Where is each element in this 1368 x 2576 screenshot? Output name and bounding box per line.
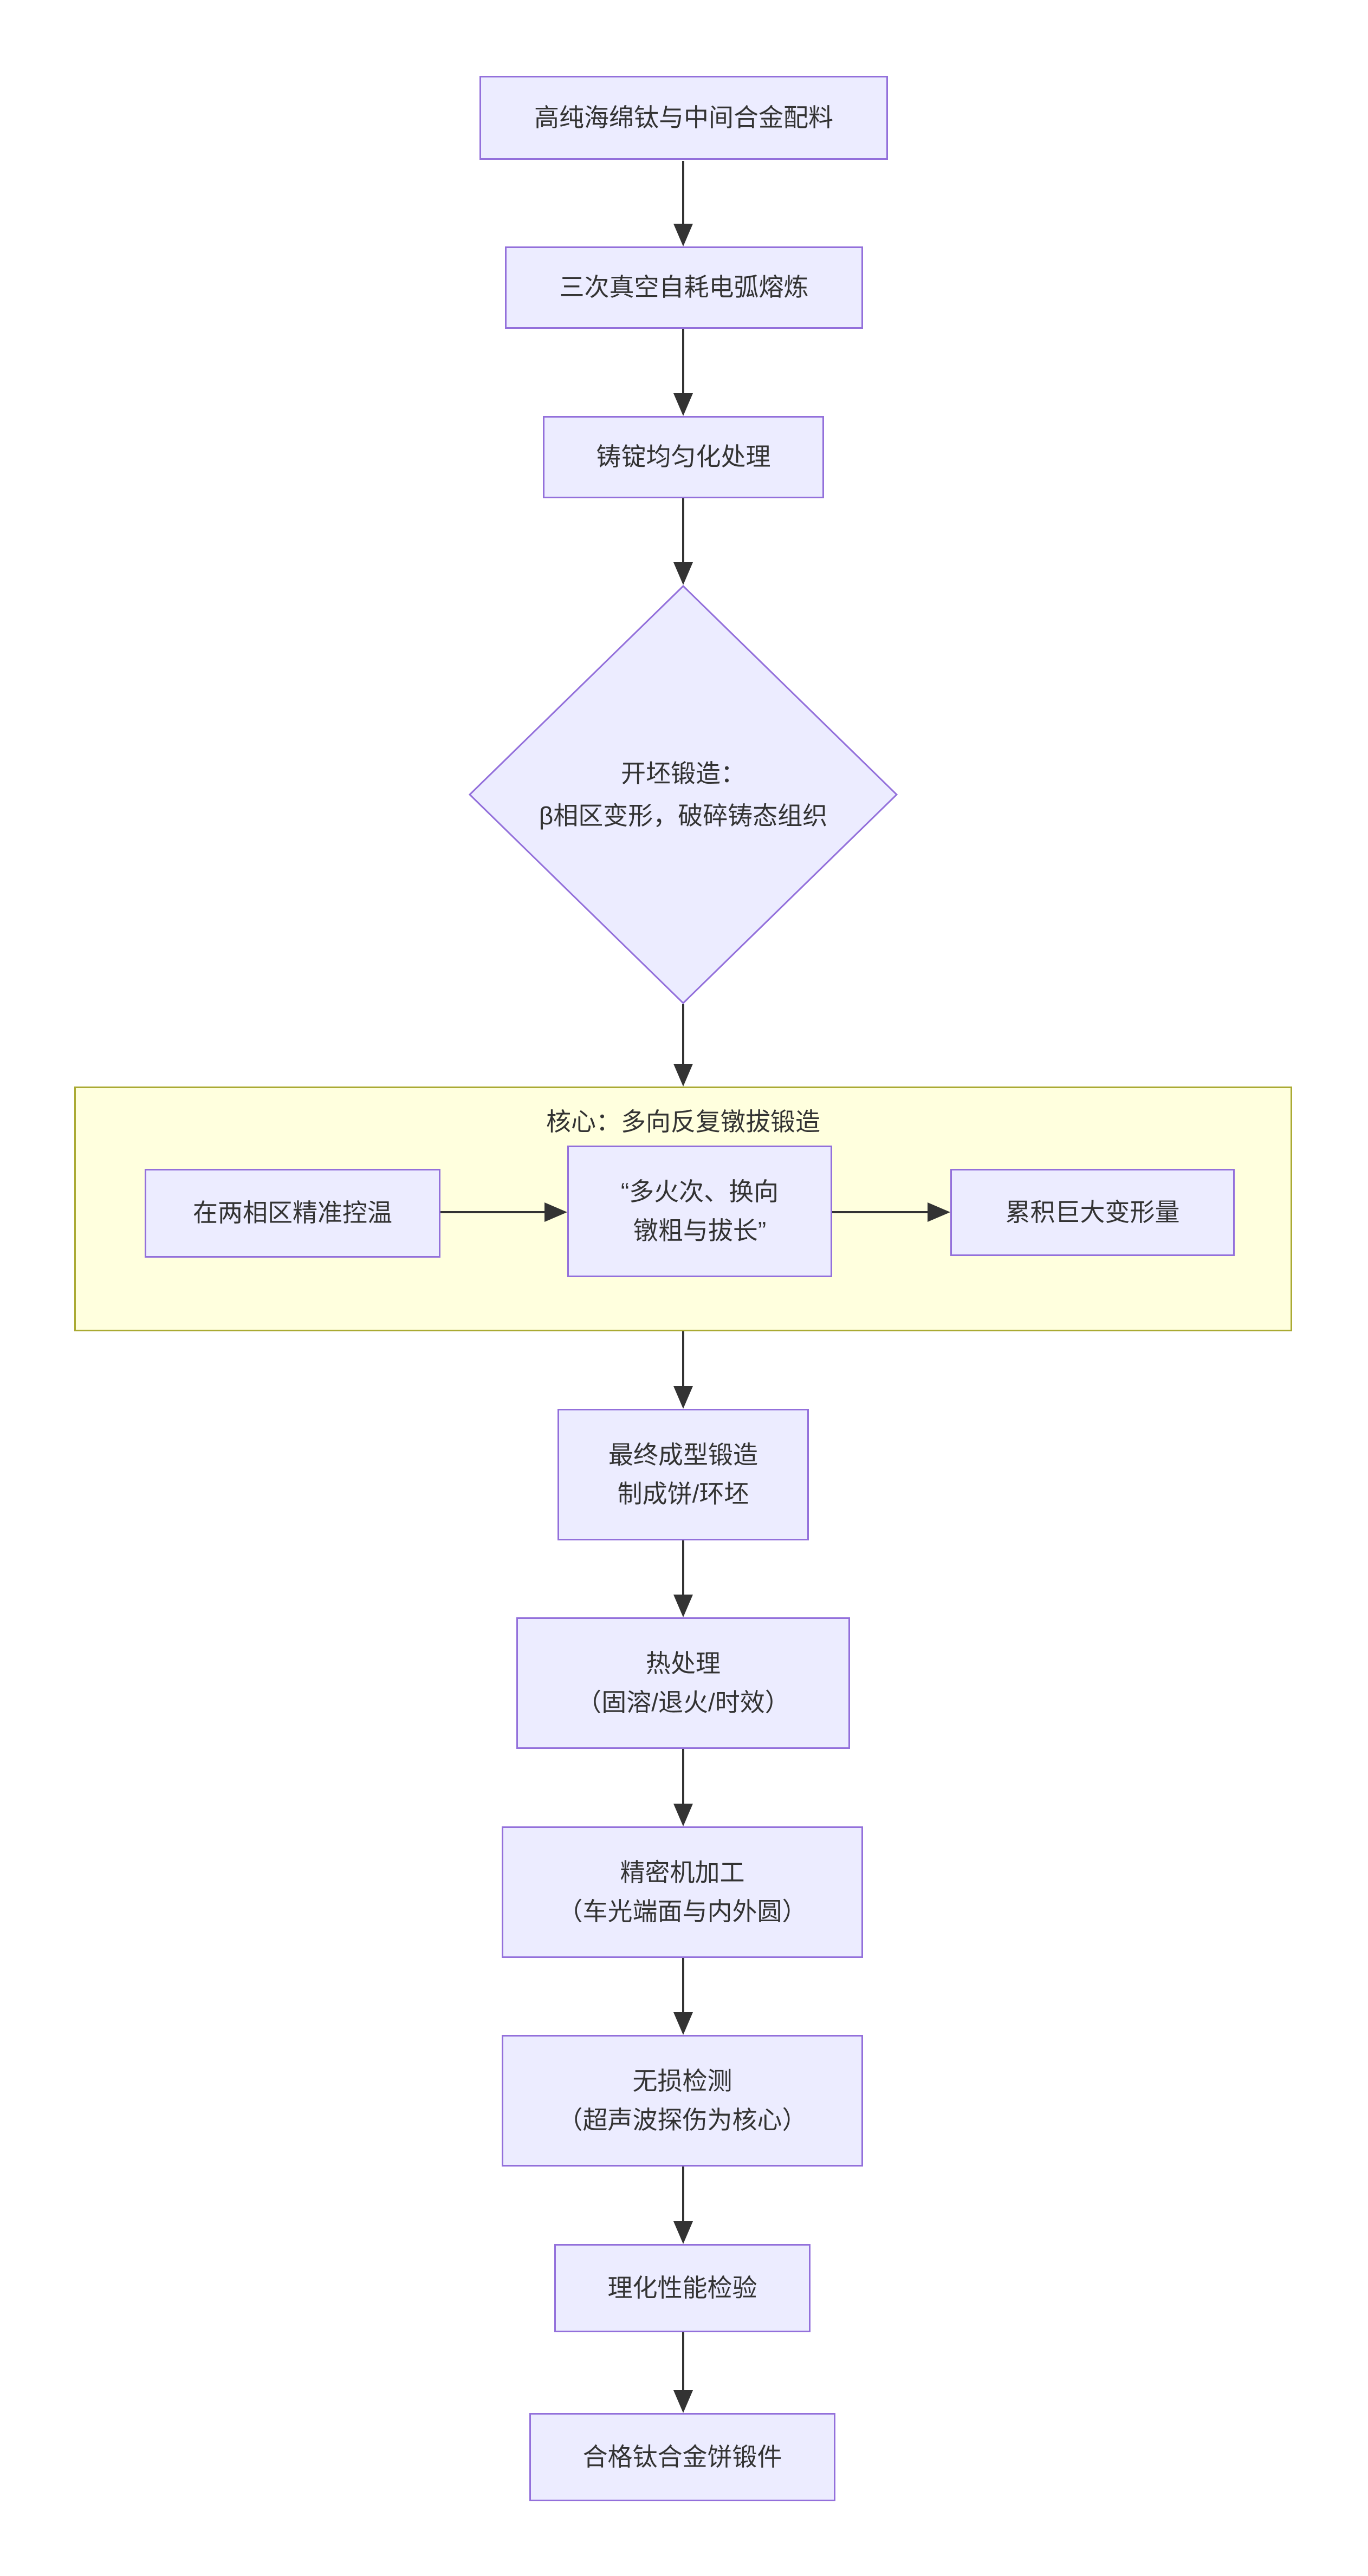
node-strain-accumulation: 累积巨大变形量 bbox=[950, 1169, 1235, 1256]
node-label: “多火次、换向 镦粗与拔长” bbox=[620, 1178, 779, 1245]
node-vacuum-melting: 三次真空自耗电弧熔炼 bbox=[505, 246, 863, 329]
edge-line bbox=[682, 1540, 684, 1596]
node-ndt: 无损检测 （超声波探伤为核心） bbox=[502, 2035, 863, 2167]
edge-line bbox=[832, 1211, 929, 1213]
node-property-testing: 理化性能检验 bbox=[554, 2244, 811, 2332]
edge-temp-to-upset bbox=[440, 1202, 567, 1222]
edge-materials-to-melting bbox=[673, 161, 693, 246]
node-heat-treatment: 热处理 （固溶/退火/时效） bbox=[516, 1617, 850, 1749]
arrowhead-down-icon bbox=[673, 1804, 693, 1826]
node-label: 精密机加工 （车光端面与内外圆） bbox=[557, 1858, 807, 1926]
arrowhead-down-icon bbox=[673, 2012, 693, 2035]
edge-line bbox=[682, 1958, 684, 2013]
arrowhead-down-icon bbox=[673, 1064, 693, 1087]
edge-ndt-to-testing bbox=[673, 2167, 693, 2244]
edge-line bbox=[682, 329, 684, 394]
edge-homogenization-to-cogging bbox=[673, 498, 693, 585]
node-label: 无损检测 （超声波探伤为核心） bbox=[557, 2067, 807, 2134]
node-label: 合格钛合金饼锻件 bbox=[582, 2442, 782, 2471]
edge-final-forging-to-heat-treatment bbox=[673, 1540, 693, 1617]
edge-cogging-to-cluster bbox=[673, 1004, 693, 1087]
edge-melting-to-homogenization bbox=[673, 329, 693, 416]
edge-machining-to-ndt bbox=[673, 1958, 693, 2035]
node-label: 最终成型锻造 制成饼/环坯 bbox=[608, 1441, 758, 1508]
edge-testing-to-product bbox=[673, 2332, 693, 2413]
edge-cluster-to-final-forging bbox=[673, 1331, 693, 1409]
node-qualified-product: 合格钛合金饼锻件 bbox=[529, 2413, 835, 2501]
node-label: 在两相区精准控温 bbox=[193, 1199, 392, 1227]
node-label: 热处理 （固溶/退火/时效） bbox=[576, 1649, 790, 1716]
arrowhead-down-icon bbox=[673, 562, 693, 585]
arrowhead-right-icon bbox=[544, 1202, 567, 1222]
node-raw-materials: 高纯海绵钛与中间合金配料 bbox=[479, 76, 888, 160]
node-upset-drawing: “多火次、换向 镦粗与拔长” bbox=[567, 1146, 832, 1277]
node-label: 三次真空自耗电弧熔炼 bbox=[559, 273, 809, 302]
arrowhead-down-icon bbox=[673, 1595, 693, 1617]
arrowhead-down-icon bbox=[673, 1386, 693, 1409]
edge-upset-to-strain bbox=[832, 1202, 950, 1222]
cluster-title: 核心：多向反复镦拔锻造 bbox=[546, 1108, 820, 1136]
node-machining: 精密机加工 （车光端面与内外圆） bbox=[502, 1826, 863, 1958]
edge-heat-treatment-to-machining bbox=[673, 1749, 693, 1826]
arrowhead-down-icon bbox=[673, 2221, 693, 2244]
edge-line bbox=[682, 2167, 684, 2222]
node-label: 累积巨大变形量 bbox=[1005, 1198, 1180, 1226]
arrowhead-right-icon bbox=[928, 1202, 950, 1222]
arrowhead-down-icon bbox=[673, 393, 693, 416]
diamond-shape bbox=[469, 585, 898, 1004]
node-label: 理化性能检验 bbox=[607, 2273, 757, 2302]
edge-line bbox=[682, 161, 684, 225]
edge-line bbox=[682, 498, 684, 563]
decision-cogging-forging: 开坯锻造： β相区变形，破碎铸态组织 bbox=[469, 585, 898, 1004]
edge-line bbox=[682, 1004, 684, 1065]
edge-line bbox=[682, 1749, 684, 1805]
node-homogenization: 铸锭均匀化处理 bbox=[543, 416, 824, 498]
node-label: 铸锭均匀化处理 bbox=[596, 443, 771, 471]
node-label: 高纯海绵钛与中间合金配料 bbox=[534, 103, 833, 132]
node-label: 开坯锻造： β相区变形，破碎铸态组织 bbox=[539, 759, 828, 830]
arrowhead-down-icon bbox=[673, 2390, 693, 2413]
edge-line bbox=[682, 2332, 684, 2391]
edge-line bbox=[682, 1331, 684, 1387]
edge-line bbox=[440, 1211, 546, 1213]
node-temp-control: 在两相区精准控温 bbox=[145, 1169, 440, 1258]
node-final-forging: 最终成型锻造 制成饼/环坯 bbox=[557, 1409, 809, 1540]
arrowhead-down-icon bbox=[673, 224, 693, 246]
